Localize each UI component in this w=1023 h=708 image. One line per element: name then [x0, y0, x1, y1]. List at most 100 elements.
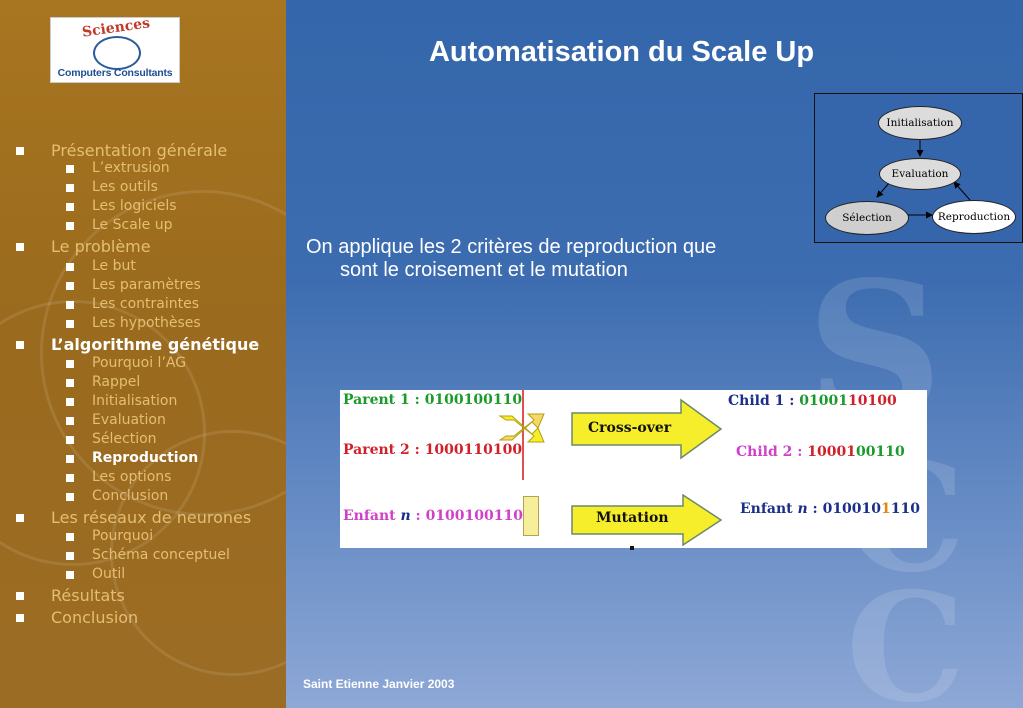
company-logo[interactable]: Sciences Computers Consultants [50, 15, 180, 83]
enfant-out-bits-a: 010010 [822, 501, 882, 517]
sidebar: Sciences Computers Consultants Présentat… [0, 0, 286, 708]
arrow-repro-eval [953, 181, 971, 201]
bullet-icon [66, 533, 74, 541]
bullet-icon [16, 514, 24, 522]
nav-item-section[interactable]: L’algorithme génétique [16, 335, 260, 354]
mutation-label: Mutation [596, 510, 669, 526]
bullet-icon [66, 222, 74, 230]
nav-item-subsection[interactable]: Sélection [66, 431, 157, 447]
nav-item-label: Le problème [51, 237, 151, 256]
nav-item-label: Les logiciels [92, 198, 177, 214]
nav-item-subsection[interactable]: Les contraintes [66, 296, 200, 312]
nav-item-subsection[interactable]: Le Scale up [66, 217, 173, 233]
nav-item-label: Conclusion [92, 488, 169, 504]
enfant-out-bits-b: 1 [881, 501, 891, 517]
bullet-icon [66, 398, 74, 406]
crossover-point-line [522, 390, 524, 480]
nav-item-label: Les options [92, 469, 172, 485]
child2: Child 2 : 1000100110 [736, 444, 905, 460]
nav-item-label: L’algorithme génétique [51, 335, 260, 354]
child2-bits-a: 10001 [807, 444, 856, 460]
nav-item-subsection[interactable]: Conclusion [66, 488, 169, 504]
stray-dot [630, 546, 634, 550]
nav-item-label: Les réseaux de neurones [51, 508, 252, 527]
body-line-2: sont le croisement et le mutation [340, 259, 628, 281]
slide-title: Automatisation du Scale Up [428, 36, 815, 68]
nav-item-label: Initialisation [92, 393, 178, 409]
bullet-icon [66, 263, 74, 271]
nav-item-label: Rappel [92, 374, 141, 390]
nav-item-subsection[interactable]: Le but [66, 258, 136, 274]
nav-item-subsection[interactable]: Les paramètres [66, 277, 201, 293]
nav-item-section[interactable]: Conclusion [16, 608, 139, 627]
nav-item-subsection[interactable]: Initialisation [66, 393, 178, 409]
bullet-icon [66, 282, 74, 290]
logo-subtitle: Computers Consultants [57, 67, 173, 79]
enfant-sep: : [410, 508, 426, 524]
child2-bits-b: 00110 [856, 444, 905, 460]
nav-item-subsection[interactable]: Schéma conceptuel [66, 547, 230, 563]
crossover-mutation-figure: Parent 1 : 0100100110 Parent 2 : 1000110… [340, 390, 927, 548]
bullet-icon [66, 417, 74, 425]
nav-item-label: Les hypothèses [92, 315, 201, 331]
enfant-out-sep: : [807, 501, 823, 517]
nav-item-label: Résultats [51, 586, 125, 605]
node-reproduction: Reproduction [932, 200, 1016, 234]
bullet-icon [66, 474, 74, 482]
nav-item-label: Evaluation [92, 412, 166, 428]
nav-item-label: Le Scale up [92, 217, 173, 233]
nav-item-section[interactable]: Présentation générale [16, 141, 228, 160]
child2-label: Child 2 : [736, 444, 808, 460]
nav-item-subsection[interactable]: Rappel [66, 374, 141, 390]
nav-item-subsection[interactable]: Pourquoi [66, 528, 153, 544]
enfant-out-n: n [797, 501, 808, 517]
slide-main: S C C Automatisation du Scale Up Initial… [286, 0, 1023, 708]
nav-item-subsection[interactable]: Les outils [66, 179, 158, 195]
bullet-icon [16, 614, 24, 622]
parent2: Parent 2 : 1000110100 [343, 442, 522, 458]
child1-bits-b: 10100 [848, 393, 897, 409]
bullet-icon [66, 360, 74, 368]
slide-footer: Saint Etienne Janvier 2003 [303, 677, 455, 691]
cross-arrows-icon [498, 413, 545, 443]
nav-item-label: Schéma conceptuel [92, 547, 230, 563]
bullet-icon [66, 493, 74, 501]
parent1: Parent 1 : 0100100110 [343, 392, 522, 408]
parent1-bits: 0100100110 [424, 392, 523, 408]
mutation-point-box [523, 496, 539, 536]
bullet-icon [66, 165, 74, 173]
nav-item-subsection[interactable]: Les logiciels [66, 198, 177, 214]
nav-item-subsection[interactable]: Outil [66, 566, 126, 582]
bullet-icon [66, 571, 74, 579]
nav-item-subsection[interactable]: Les hypothèses [66, 315, 201, 331]
node-initialisation: Initialisation [878, 106, 962, 140]
nav-item-label: Pourquoi l’AG [92, 355, 187, 371]
nav-item-section[interactable]: Les réseaux de neurones [16, 508, 252, 527]
nav-item-subsection[interactable]: L’extrusion [66, 160, 170, 176]
diagram-arrows [876, 139, 971, 219]
nav-item-label: Outil [92, 566, 126, 582]
nav-item-label: Conclusion [51, 608, 139, 627]
body-line-1: On applique les 2 critères de reproducti… [306, 236, 717, 258]
nav-item-section[interactable]: Le problème [16, 237, 151, 256]
nav-item-label: Sélection [92, 431, 157, 447]
nav-item-section[interactable]: Résultats [16, 586, 125, 605]
logo-ring-icon [93, 36, 141, 70]
nav-item-label: Reproduction [92, 450, 199, 466]
enfant-bits: 0100100110 [425, 508, 523, 524]
enfant-output: Enfant n : 0100101110 [740, 501, 920, 517]
parent2-bits: 1000110100 [424, 442, 523, 458]
nav-item-label: Présentation générale [51, 141, 228, 160]
nav-item-label: Le but [92, 258, 136, 274]
enfant-out-label: Enfant [740, 501, 798, 517]
nav-item-label: Les paramètres [92, 277, 201, 293]
crossover-arrow-icon [571, 398, 723, 460]
nav-item-subsection[interactable]: Les options [66, 469, 172, 485]
parent1-label: Parent 1 : [343, 392, 425, 408]
nav-item-subsection[interactable]: Pourquoi l’AG [66, 355, 187, 371]
arrow-eval-select [876, 181, 891, 198]
nav-item-subsection[interactable]: Evaluation [66, 412, 166, 428]
nav-item-label: Les contraintes [92, 296, 200, 312]
nav-item-subsection[interactable]: Reproduction [66, 450, 199, 466]
bullet-icon [66, 436, 74, 444]
